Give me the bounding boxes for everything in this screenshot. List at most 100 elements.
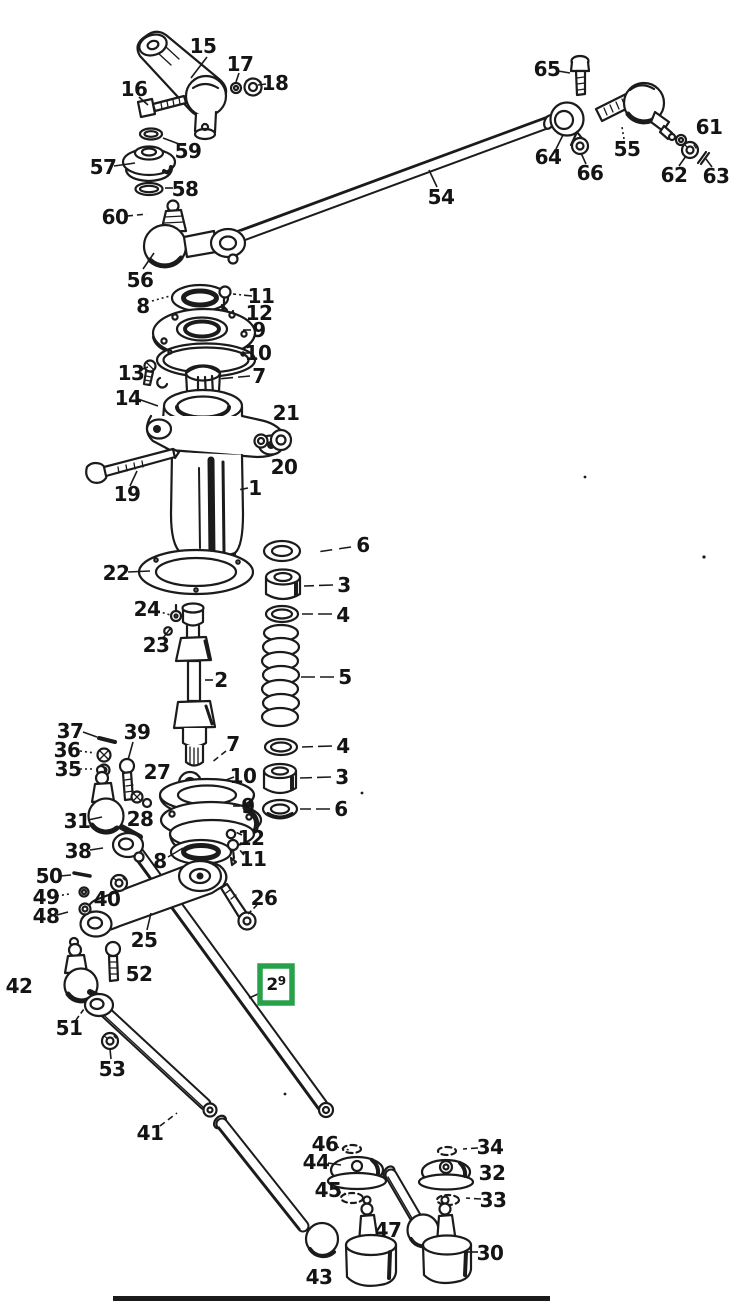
- part-nut-18: [243, 77, 263, 97]
- leader-line: [217, 375, 251, 380]
- part-washer-17: [229, 81, 243, 95]
- callout-16: 16: [121, 77, 149, 106]
- part-washer-12-bottom: [225, 828, 237, 840]
- part-number: 35: [55, 757, 82, 781]
- leader-line: [336, 1146, 350, 1151]
- part-number: 3: [337, 573, 350, 597]
- part-number: 4: [336, 603, 349, 627]
- part-number: 49: [33, 885, 60, 909]
- callout-65: 65: [534, 57, 571, 81]
- callout-29-highlighted[interactable]: 29: [248, 963, 295, 1006]
- callout-8: 8: [136, 294, 171, 318]
- part-number: 16: [121, 77, 148, 101]
- part-idler-shaft-2: [172, 602, 217, 767]
- part-number: 33: [480, 1188, 507, 1212]
- leader-line: [127, 741, 134, 761]
- part-washer-48: [78, 902, 92, 916]
- callout-13: 13: [118, 361, 149, 385]
- callout-52: 52: [126, 962, 153, 986]
- leader-line: [137, 398, 159, 407]
- part-number: 52: [126, 962, 153, 986]
- part-number: 59: [175, 139, 202, 163]
- callout-7: 7: [210, 732, 240, 764]
- part-bushing-3-bottom: [262, 762, 298, 795]
- callout-4: 4: [301, 734, 350, 758]
- leader-line: [230, 829, 243, 836]
- callout-9: 9: [243, 318, 266, 342]
- leader-line: [210, 750, 227, 764]
- callout-40: 40: [94, 887, 121, 911]
- leader-line: [303, 584, 334, 587]
- part-number: 23: [143, 633, 170, 657]
- leader-line: [59, 874, 72, 877]
- part-number: 14: [115, 386, 142, 410]
- part-tie-rod-end-30: [406, 1195, 473, 1285]
- speckle: [360, 791, 364, 795]
- leader-line: [555, 134, 564, 150]
- part-number: 65: [534, 57, 561, 81]
- leader-line: [162, 628, 171, 639]
- part-pin-50: [72, 871, 92, 878]
- part-number: 58: [172, 177, 199, 201]
- leader-line: [621, 126, 625, 140]
- leader-line: [316, 546, 352, 553]
- leader-line: [167, 847, 184, 858]
- callout-46: 46: [312, 1132, 350, 1156]
- callout-31: 31: [64, 809, 103, 833]
- part-number: 28: [127, 807, 154, 831]
- callout-8: 8: [153, 847, 184, 873]
- leader-line: [129, 470, 138, 487]
- callout-62: 62: [661, 155, 688, 187]
- part-number: 26: [251, 886, 278, 910]
- part-number: 53: [99, 1057, 126, 1081]
- part-number: 51: [56, 1016, 83, 1040]
- part-number: 9: [252, 318, 265, 342]
- part-number: 44: [303, 1150, 330, 1174]
- part-number: 46: [312, 1132, 339, 1156]
- part-number: 19: [114, 482, 141, 506]
- part-bolt-65: [569, 54, 591, 97]
- callout-51: 51: [56, 1008, 85, 1040]
- part-number: 64: [535, 145, 562, 169]
- leader-line: [247, 904, 258, 915]
- callout-54: 54: [428, 169, 455, 209]
- callout-26: 26: [247, 886, 278, 915]
- callout-4: 4: [302, 603, 350, 627]
- callout-9: 9: [233, 794, 255, 818]
- part-number: 12: [238, 826, 265, 850]
- leader-line: [142, 252, 155, 270]
- callout-50: 50: [36, 864, 72, 888]
- callout-15: 15: [190, 34, 217, 79]
- part-ring-14: [156, 376, 169, 389]
- part-bolt-19: [85, 447, 181, 484]
- callout-11: 11: [232, 284, 275, 308]
- part-ball-joint-56: [142, 199, 247, 269]
- leader-line: [75, 1008, 85, 1021]
- part-nut-36: [96, 747, 112, 763]
- leader-line: [159, 1112, 178, 1127]
- part-split-pin-63: [696, 150, 711, 166]
- callout-12: 12: [246, 301, 273, 325]
- part-rod-41: [91, 998, 218, 1118]
- part-number: 43: [306, 1265, 333, 1289]
- leader-line: [82, 731, 98, 738]
- part-number: 6: [356, 533, 369, 557]
- part-ring-45: [339, 1191, 365, 1205]
- part-ring-49: [78, 886, 90, 898]
- callout-21: 21: [273, 401, 300, 425]
- callout-57: 57: [90, 155, 136, 179]
- part-number: 31: [64, 809, 91, 833]
- callout-35: 35: [55, 757, 95, 781]
- callout-14: 14: [115, 386, 159, 410]
- part-number: 5: [338, 665, 351, 689]
- callout-63: 63: [703, 158, 730, 188]
- leader-line: [248, 993, 259, 999]
- highlight-box: [257, 963, 295, 1006]
- part-number: 63: [703, 164, 730, 188]
- callout-1: 1: [237, 476, 262, 500]
- part-ball-joint-51: [63, 936, 115, 1018]
- part-number: 57: [90, 155, 117, 179]
- callout-6: 6: [316, 533, 370, 557]
